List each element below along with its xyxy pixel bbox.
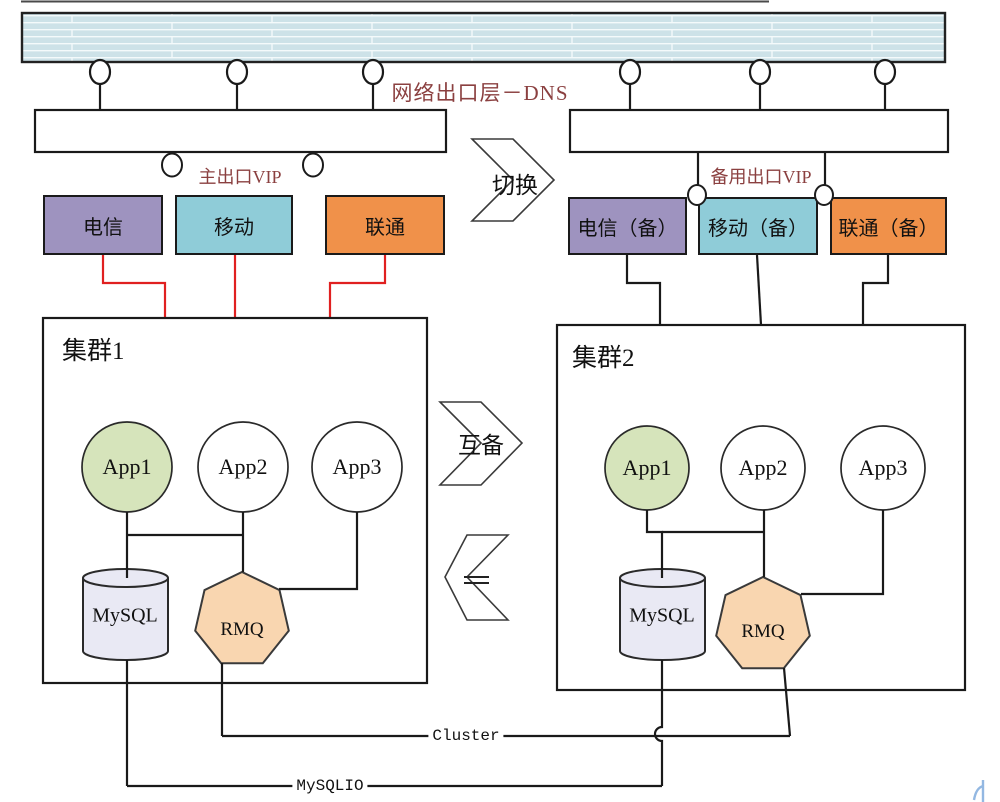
carrier-box-telecom-label: 电信 <box>83 216 123 239</box>
network-bar-stems <box>98 84 887 110</box>
cluster2-app1-label: App1 <box>622 455 672 480</box>
cluster1-app-nodes <box>81 421 403 513</box>
cluster-link-label: Cluster <box>428 727 504 745</box>
dns-layer-label: 网络出口层－DNS <box>391 81 569 105</box>
cluster1-app1-label: App1 <box>102 454 152 479</box>
cluster1-mysql-label: MySQL <box>92 604 158 627</box>
network-bar-ports <box>88 58 897 86</box>
backup-vip-port-2 <box>814 184 834 206</box>
backup-vip-port-1 <box>687 184 707 206</box>
watermark-mark <box>972 780 985 802</box>
cluster2-app-nodes <box>604 425 926 511</box>
backup-vip-stems <box>696 152 827 186</box>
cluster2-rmq-heptagon <box>715 575 811 670</box>
network-bar <box>20 11 947 64</box>
equals-icon <box>464 576 489 584</box>
cluster1-rmq-label: RMQ <box>220 619 264 640</box>
cluster2-mysql-label: MySQL <box>629 604 695 627</box>
switch-chevron <box>470 138 556 222</box>
primary-carrier-links <box>101 255 387 318</box>
cluster2-box <box>555 323 967 692</box>
backup-carrier-links <box>625 254 890 326</box>
switch-label: 切换 <box>492 173 538 198</box>
primary-vip-ports <box>161 152 324 178</box>
mysqlio-link-label: MySQLIO <box>292 777 368 795</box>
cluster1-box <box>41 316 429 685</box>
cluster1-rmq-heptagon <box>194 570 290 665</box>
carrier-box-telecom-backup-label: 电信（备） <box>577 217 678 240</box>
cluster2-rmq-label: RMQ <box>741 621 785 642</box>
primary-vip-bar <box>33 108 448 154</box>
carrier-box-unicom-backup: 联通（备） <box>830 197 947 255</box>
carrier-box-unicom: 联通 <box>325 195 445 255</box>
backup-vip-label: 备用出口VIP <box>710 167 812 187</box>
cluster1-app3-label: App3 <box>332 454 382 479</box>
mutual-backup-label: 互备 <box>458 433 504 458</box>
cluster1-title: 集群1 <box>62 338 125 365</box>
backup-vip-bar <box>568 108 950 154</box>
carrier-box-mobile-backup-label: 移动（备） <box>708 217 808 240</box>
cluster2-app3-label: App3 <box>858 455 908 480</box>
carrier-box-mobile-backup: 移动（备） <box>698 197 818 255</box>
mutual-chevron <box>438 401 524 486</box>
cluster1-internal-links <box>125 512 359 786</box>
cluster1-mysql-cylinder <box>82 568 169 661</box>
carrier-box-mobile: 移动 <box>175 195 293 255</box>
carrier-box-telecom: 电信 <box>43 195 163 255</box>
cluster1-app2-label: App2 <box>218 454 268 479</box>
replication-links <box>127 734 790 788</box>
carrier-box-unicom-label: 联通 <box>365 216 405 239</box>
cluster2-title: 集群2 <box>572 345 635 372</box>
carrier-box-telecom-backup: 电信（备） <box>568 197 687 255</box>
carrier-box-mobile-label: 移动 <box>214 216 254 239</box>
cluster2-app2-label: App2 <box>738 455 788 480</box>
primary-vip-label: 主出口VIP <box>198 167 282 187</box>
carrier-box-unicom-backup-label: 联通（备） <box>838 217 939 240</box>
cluster2-internal-links <box>645 510 885 786</box>
